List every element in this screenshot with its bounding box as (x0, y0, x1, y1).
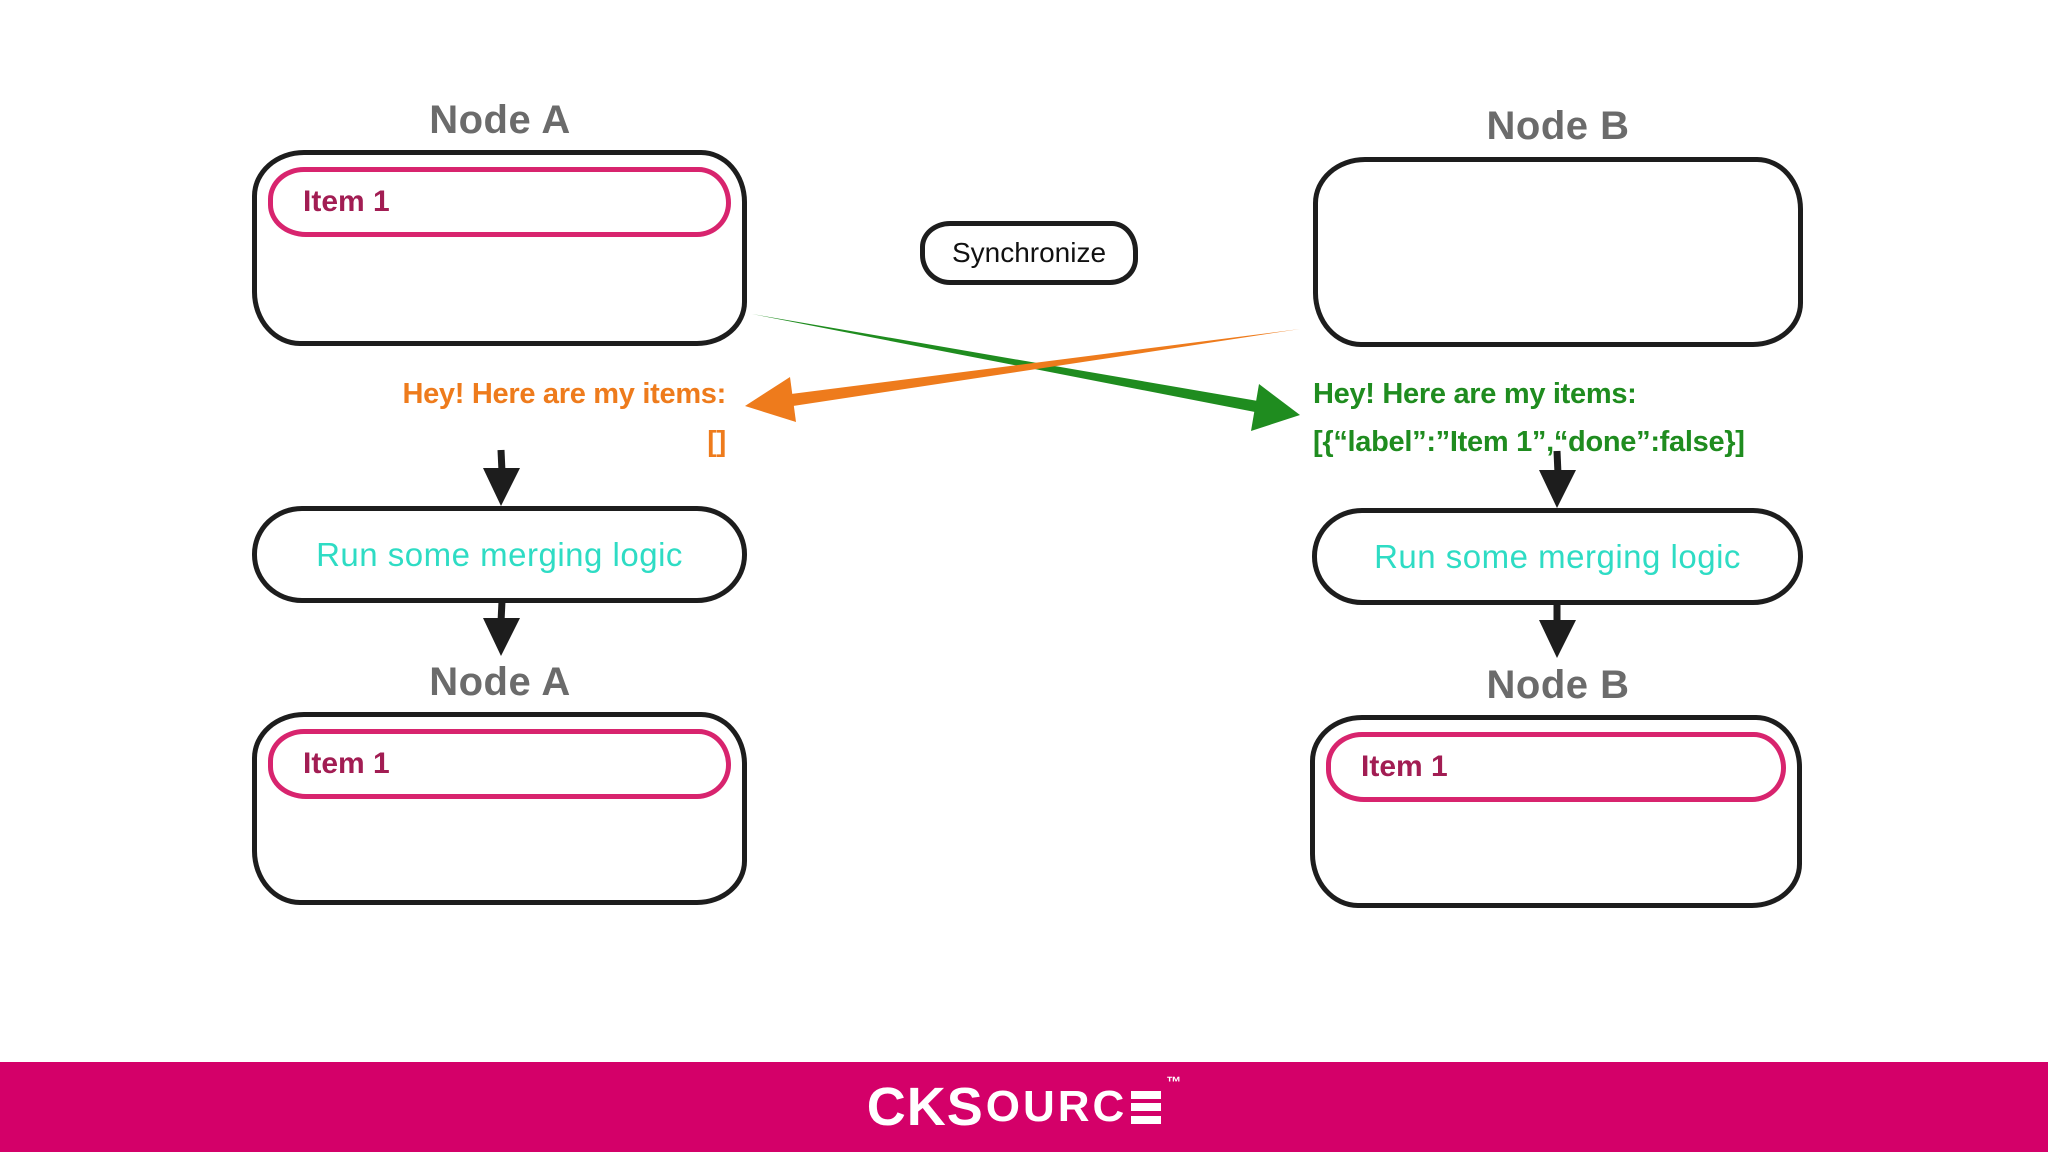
node-a-bottom-item-pill: Item 1 (268, 729, 731, 799)
node-b-bottom-title: Node B (1486, 663, 1630, 707)
message-from-b-text: Hey! Here are my items: (402, 378, 726, 410)
node-a-top-box: Item 1 (252, 150, 747, 346)
cksource-logo: CKS OURC ™ (866, 1074, 1182, 1138)
node-b-top-box (1313, 157, 1803, 347)
node-b-bottom-item-pill: Item 1 (1326, 732, 1786, 802)
flow-arrow-right-2-head (1539, 620, 1576, 658)
node-a-bottom-title: Node A (429, 660, 571, 704)
brand-banner: CKS OURC ™ (0, 1062, 2048, 1152)
flow-arrow-left-1-head (483, 468, 520, 506)
merge-logic-left-box: Run some merging logic (252, 506, 747, 603)
arrow-a-to-b-head (1251, 384, 1300, 431)
trademark-symbol: ™ (1166, 1074, 1182, 1091)
item-label: Item 1 (303, 185, 390, 218)
node-b-top-title: Node B (1486, 104, 1630, 148)
logo-text-large: CKS (866, 1077, 984, 1137)
message-from-a-text: Hey! Here are my items: (1313, 378, 1637, 410)
node-a-bottom-box: Item 1 (252, 712, 747, 905)
arrow-b-to-a-shaft (791, 329, 1300, 406)
logo-e-icon (1131, 1090, 1162, 1124)
arrow-b-to-a-head (745, 377, 796, 422)
item-label: Item 1 (1361, 750, 1448, 783)
node-a-top-item-pill: Item 1 (268, 167, 731, 237)
logo-text-small: OURC (985, 1082, 1128, 1131)
flow-arrow-right-1-head (1539, 470, 1576, 508)
node-b-bottom-box: Item 1 (1310, 715, 1802, 908)
merge-logic-right-box: Run some merging logic (1312, 508, 1803, 605)
flow-arrow-left-2-head (483, 618, 520, 656)
synchronize-button[interactable]: Synchronize (920, 221, 1138, 285)
message-from-a: Hey! Here are my items: [{“label”:”Item … (1313, 370, 1745, 466)
node-a-top-title: Node A (429, 98, 571, 142)
message-from-a-payload: [{“label”:”Item 1”,“done”:false}] (1313, 426, 1745, 458)
arrow-a-to-b-shaft (752, 314, 1258, 412)
item-label: Item 1 (303, 747, 390, 780)
message-from-b-payload: [] (707, 426, 726, 458)
message-from-b: Hey! Here are my items: [] (402, 370, 726, 466)
